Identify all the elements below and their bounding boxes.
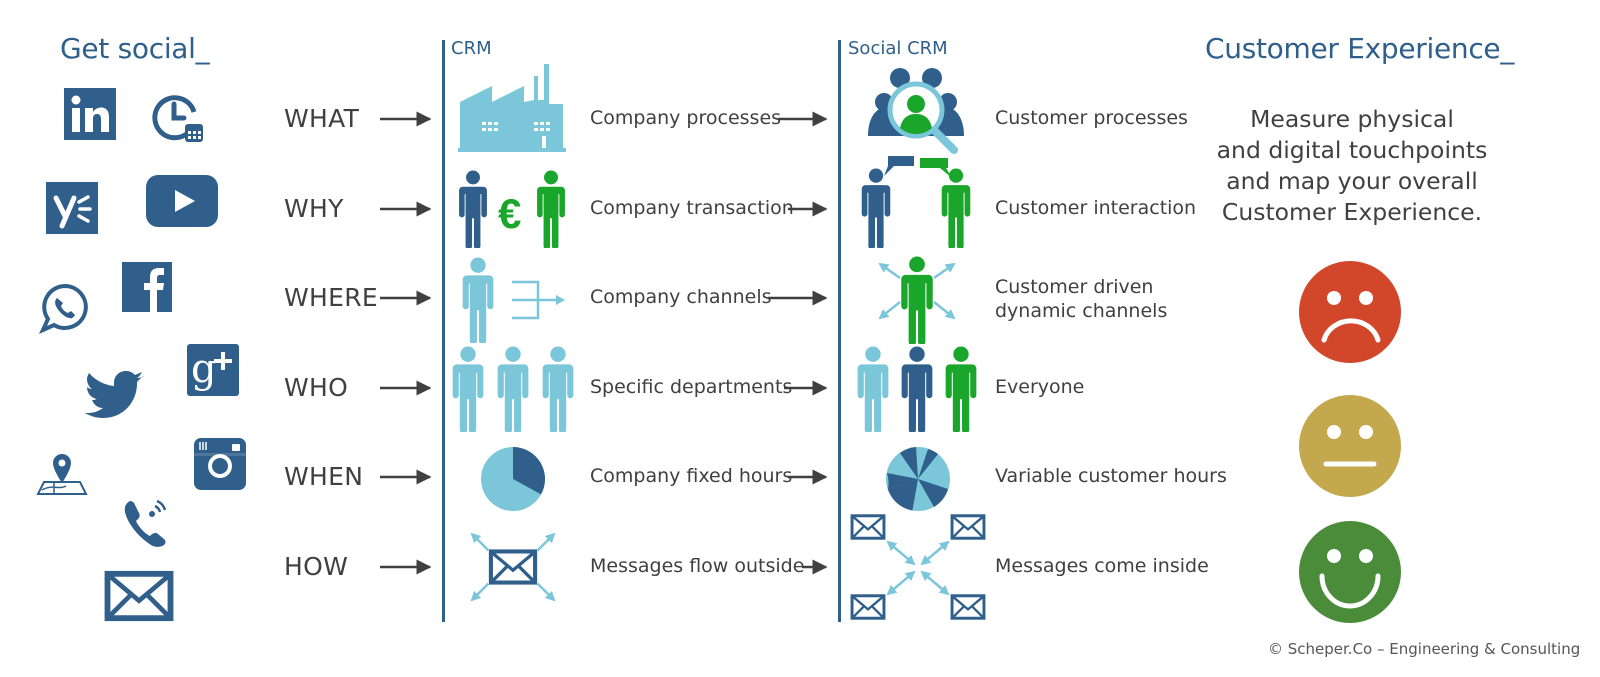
- question-why: WHY: [284, 194, 344, 223]
- yammer-icon: [46, 182, 98, 234]
- question-what: WHAT: [284, 104, 360, 133]
- person-icon: [900, 256, 934, 344]
- instagram-icon: [194, 438, 246, 490]
- get-social-title: Get social_: [60, 32, 210, 65]
- google-plus-icon: g: [187, 344, 239, 396]
- person-icon: [541, 346, 575, 432]
- person-icon: [462, 257, 494, 343]
- crm-where-text: Company channels: [590, 286, 772, 308]
- social-where-text-1: Customer driven: [995, 276, 1154, 298]
- question-where: WHERE: [284, 283, 378, 312]
- question-how: HOW: [284, 552, 349, 581]
- clock-calendar-icon: [152, 95, 203, 142]
- customer-experience-title: Customer Experience_: [1205, 32, 1515, 65]
- crm-heading: CRM: [451, 38, 492, 59]
- person-icon: [536, 170, 566, 248]
- person-icon: [900, 346, 934, 432]
- crm-why-text: Company transaction: [590, 197, 794, 219]
- crm-divider: [442, 40, 445, 622]
- dynamic-channels-arrows-icon: [878, 262, 956, 320]
- social-what-text: Customer processes: [995, 107, 1188, 129]
- fixed-hours-pie-icon: [481, 447, 546, 511]
- sad-face-icon: [1299, 261, 1401, 363]
- person-icon: [458, 170, 488, 248]
- crm-how-text: Messages flow outside: [590, 555, 805, 577]
- description-line: and map your overall: [1226, 167, 1478, 195]
- facebook-icon: [122, 262, 172, 312]
- speech-bubble-icon: [884, 156, 914, 176]
- footer-copyright: © Scheper.Co – Engineering & Consulting: [1268, 640, 1581, 658]
- social-crm-divider: [838, 40, 841, 622]
- neutral-face-icon: [1299, 395, 1401, 497]
- social-why-text: Customer interaction: [995, 197, 1197, 219]
- messages-inward-icon: [850, 514, 986, 620]
- customer-search-icon: [868, 68, 964, 154]
- crm-what-text: Company processes: [590, 107, 782, 129]
- linkedin-icon: [64, 88, 116, 140]
- phone-call-icon: [124, 499, 167, 547]
- split-arrow-icon: [512, 280, 565, 320]
- person-icon: [860, 168, 892, 248]
- social-when-text: Variable customer hours: [995, 465, 1227, 487]
- person-icon: [944, 346, 978, 432]
- person-icon: [856, 346, 890, 432]
- speech-bubble-icon: [920, 158, 952, 178]
- map-pin-icon: [36, 454, 88, 495]
- euro-icon: €: [498, 190, 522, 237]
- crm-who-text: Specific departments: [590, 376, 793, 398]
- twitter-icon: [85, 371, 144, 418]
- social-who-text: Everyone: [995, 376, 1085, 398]
- social-crm-heading: Social CRM: [848, 38, 948, 59]
- description-line: and digital touchpoints: [1216, 136, 1488, 164]
- svg-text:g: g: [191, 346, 217, 392]
- social-where-text-2: dynamic channels: [995, 300, 1168, 322]
- question-who: WHO: [284, 373, 349, 402]
- factory-icon: [458, 64, 566, 152]
- pie-slice: [513, 447, 546, 495]
- person-icon: [940, 168, 972, 248]
- person-icon: [451, 346, 485, 432]
- youtube-icon: [146, 175, 218, 227]
- messages-outward-icon: [470, 532, 556, 602]
- happy-face-icon: [1299, 521, 1401, 623]
- person-icon: [496, 346, 530, 432]
- description-line: Measure physical: [1250, 105, 1454, 133]
- customer-experience-description: Measure physical and digital touchpoints…: [1190, 104, 1514, 228]
- description-line: Customer Experience.: [1221, 198, 1483, 226]
- crm-when-text: Company fixed hours: [590, 465, 793, 487]
- social-how-text: Messages come inside: [995, 555, 1209, 577]
- variable-hours-pie-icon: [886, 447, 950, 511]
- question-when: WHEN: [284, 462, 364, 491]
- whatsapp-icon: [38, 283, 88, 335]
